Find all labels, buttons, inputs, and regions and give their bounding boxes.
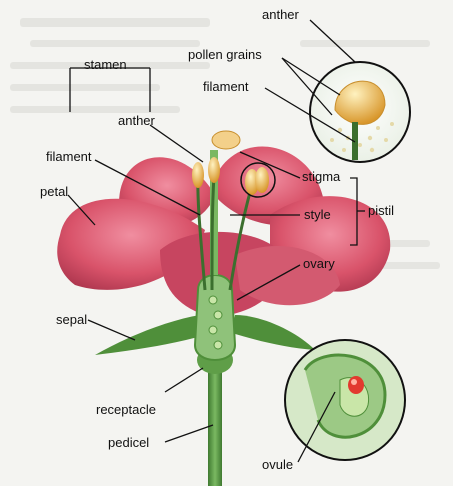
label-petal: petal — [40, 185, 68, 198]
label-pollen-grains: pollen grains — [188, 48, 262, 61]
ovule-magnified-bubble — [285, 340, 405, 460]
label-pedicel: pedicel — [108, 436, 149, 449]
label-receptacle: receptacle — [96, 403, 156, 416]
label-pistil: pistil — [368, 204, 394, 217]
label-style: style — [304, 208, 331, 221]
label-stamen: stamen — [84, 58, 127, 71]
label-ovary: ovary — [303, 257, 335, 270]
stigma-shape — [212, 131, 240, 149]
label-anther-top: anther — [262, 8, 299, 21]
pedicel-stem — [208, 360, 222, 486]
label-filament: filament — [46, 150, 92, 163]
label-filament-top: filament — [203, 80, 249, 93]
label-anther: anther — [118, 114, 155, 127]
label-sepal: sepal — [56, 313, 87, 326]
label-ovule: ovule — [262, 458, 293, 471]
label-stigma: stigma — [302, 170, 340, 183]
anther-magnified-bubble — [310, 62, 410, 162]
